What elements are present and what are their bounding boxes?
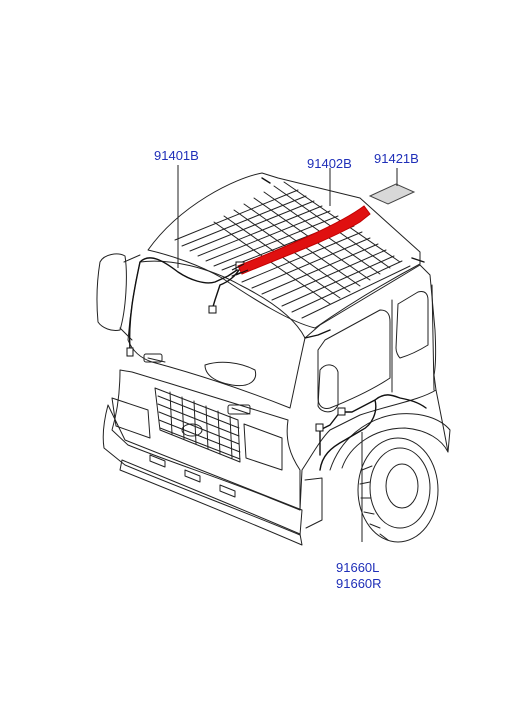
connector-4 xyxy=(337,407,346,416)
wiper-base-left xyxy=(143,353,163,363)
roof-outline xyxy=(147,172,421,329)
callout-91660l[interactable]: 91660L xyxy=(336,560,380,575)
mirror-left xyxy=(96,253,127,331)
headlight-right xyxy=(243,423,283,471)
windshield xyxy=(127,260,306,409)
callout-91660r[interactable]: 91660R xyxy=(336,576,382,591)
mirror-right xyxy=(317,364,339,413)
connector-5 xyxy=(315,423,324,432)
highlight-91402b xyxy=(237,205,371,275)
logo-badge xyxy=(181,423,203,437)
highlight-end-mark xyxy=(231,263,249,276)
bumper-vents xyxy=(149,454,236,498)
grille-bars xyxy=(169,391,233,459)
callout-91401b[interactable]: 91401B xyxy=(154,148,199,163)
bumper-lower xyxy=(119,459,303,546)
bumper xyxy=(102,404,303,536)
hub xyxy=(385,463,419,509)
pad-91421b xyxy=(368,183,416,205)
headlight-left xyxy=(111,397,151,439)
tire-outer xyxy=(357,437,439,543)
callout-91421b[interactable]: 91421B xyxy=(374,151,419,166)
front-panel xyxy=(111,369,301,511)
connector-3 xyxy=(126,347,134,357)
grille-slats xyxy=(157,395,241,460)
door-window-front xyxy=(317,309,391,409)
door-lines xyxy=(391,284,435,393)
roof-ribs xyxy=(174,189,411,319)
connector-2 xyxy=(208,305,217,314)
step xyxy=(304,477,323,529)
windshield-reflection xyxy=(204,361,257,387)
cab-rear xyxy=(435,389,449,453)
wheel-arch xyxy=(329,413,451,471)
harness-91401b xyxy=(128,257,241,351)
harness-side xyxy=(261,177,425,339)
tire-inner xyxy=(369,447,431,529)
tire-tread xyxy=(359,465,389,541)
grille-frame xyxy=(154,387,241,463)
callout-91402b[interactable]: 91402B xyxy=(307,156,352,171)
door-window-rear xyxy=(395,291,429,359)
cab-side xyxy=(299,264,437,511)
harness-91660 xyxy=(319,394,427,471)
